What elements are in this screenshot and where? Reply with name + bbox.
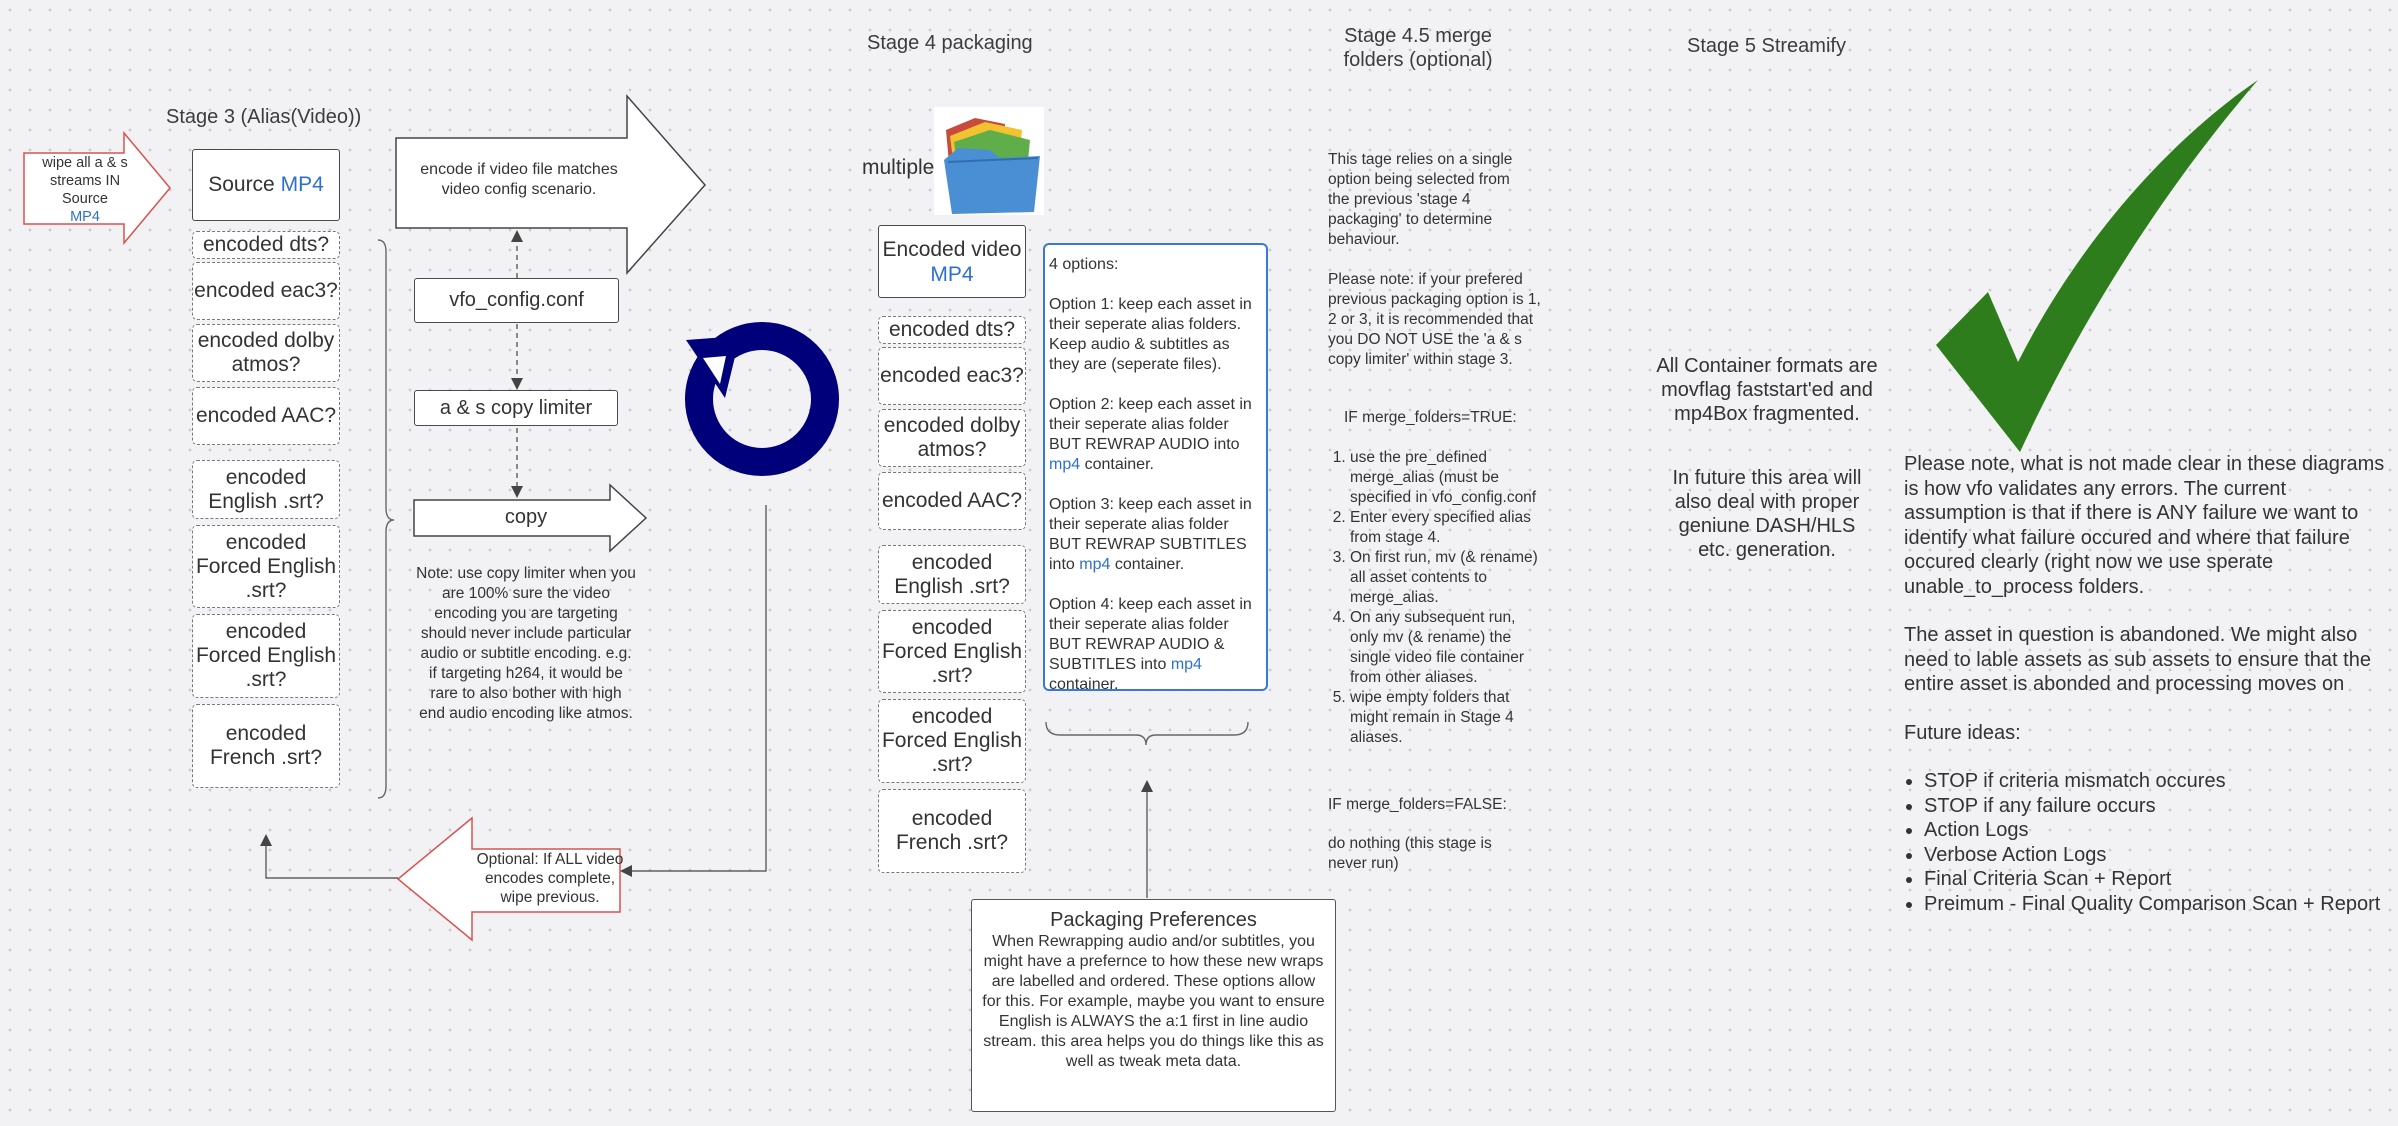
stage5-containers: All Container formats are movflag fastst… (1656, 355, 1878, 425)
future-idea-6: Preimum - Final Quality Comparison Scan … (1924, 892, 2388, 917)
wipe-arrow-shape (23, 130, 171, 246)
stage45-if-false: IF merge_folders=FALSE: (1328, 796, 1507, 813)
source-mp4-box[interactable]: Source MP4 (192, 149, 340, 221)
encoded-video-format: MP4 (930, 262, 974, 286)
s3-encoded-aac[interactable]: encoded AAC? (192, 387, 340, 445)
option-2-format: mp4 (1049, 456, 1081, 473)
stage5-title: Stage 5 Streamify (1687, 35, 1846, 57)
merge-step-4: On any subsequent run, only mv (& rename… (1350, 608, 1548, 688)
option-3-tail: container. (1114, 556, 1185, 573)
stage45-if-true: IF merge_folders=TRUE: (1344, 409, 1517, 426)
wipe-arrow-line2: streams IN Source (49, 173, 121, 207)
option-4-format: mp4 (1170, 656, 1202, 673)
options-intro: 4 options: (1049, 256, 1119, 273)
stage5-note-p1: Please note, what is not made clear in t… (1904, 453, 2385, 598)
s3-encoded-english-srt[interactable]: encoded English .srt? (192, 460, 340, 519)
encode-arrow-shape (395, 94, 706, 275)
stage5-future-area: In future this area will also deal with … (1672, 467, 1862, 561)
merge-step-1: use the pre_defined merge_alias (must be… (1350, 448, 1548, 508)
s4-encoded-dolby-atmos[interactable]: encoded dolby atmos? (878, 409, 1026, 467)
checkmark-icon (1936, 80, 2258, 452)
option-3: Option 3: keep each asset in their seper… (1049, 495, 1262, 575)
future-idea-5: Final Criteria Scan + Report (1924, 867, 2388, 892)
wipe-arrow-line1: wipe all a & s (42, 155, 128, 171)
wipe-arrow-line3: MP4 (70, 209, 100, 225)
s4-encoded-aac[interactable]: encoded AAC? (878, 472, 1026, 530)
copy-arrow-label: copy (504, 506, 548, 528)
stage45-title-line2: folders (optional) (1343, 49, 1493, 71)
s3-encoded-dts[interactable]: encoded dts? (192, 231, 340, 259)
stage4-title: Stage 4 packaging (867, 32, 1033, 54)
option-3-text: Option 3: keep each asset in their seper… (1049, 496, 1252, 573)
stage45-intro: This tage relies on a single option bein… (1328, 151, 1513, 248)
option-4-tail: container. (1049, 676, 1119, 693)
stage45-title-line1: Stage 4.5 merge (1344, 25, 1492, 47)
s3-encoded-dolby-atmos[interactable]: encoded dolby atmos? (192, 324, 340, 382)
s3-encoded-forced-english-srt-2[interactable]: encoded Forced English .srt? (192, 614, 340, 698)
option-2: Option 2: keep each asset in their seper… (1049, 395, 1262, 475)
s3-encoded-forced-english-srt-1[interactable]: encoded Forced English .srt? (192, 525, 340, 608)
stage3-title: Stage 3 (Alias(Video)) (166, 106, 362, 128)
s4-encoded-forced-english-srt-2[interactable]: encoded Forced English .srt? (878, 699, 1026, 783)
future-idea-2: STOP if any failure occurs (1924, 794, 2388, 819)
stage4-brace (1045, 721, 1249, 746)
s4-encoded-dts[interactable]: encoded dts? (878, 316, 1026, 344)
s4-encoded-french-srt[interactable]: encoded French .srt? (878, 789, 1026, 873)
option-3-format: mp4 (1079, 556, 1111, 573)
packaging-options-box[interactable]: 4 options: Option 1: keep each asset in … (1043, 243, 1268, 693)
encoded-video-label: Encoded video (882, 237, 1022, 261)
stage5-notes: Please note, what is not made clear in t… (1904, 452, 2388, 916)
source-label: Source (208, 173, 275, 196)
stage45-do-nothing: do nothing (this stage is never run) (1328, 835, 1492, 872)
stage45-title: Stage 4.5 merge folders (optional) (1340, 24, 1496, 72)
refresh-icon (685, 322, 839, 476)
copy-limiter-box[interactable]: a & s copy limiter (414, 390, 618, 426)
packaging-preferences-title: Packaging Preferences (1050, 909, 1257, 931)
option-2-tail: container. (1084, 456, 1154, 473)
s3-encoded-eac3[interactable]: encoded eac3? (192, 262, 340, 320)
merge-step-3: On first run, mv (& rename) all asset co… (1350, 548, 1548, 608)
stage5-note-p2: The asset in question is abandoned. We m… (1904, 624, 2371, 695)
future-idea-4: Verbose Action Logs (1924, 843, 2388, 868)
future-ideas-title: Future ideas: (1904, 721, 2021, 744)
stage3-bracket (377, 239, 395, 799)
stage45-note: Please note: if your prefered previous p… (1328, 271, 1541, 368)
s4-encoded-forced-english-srt-1[interactable]: encoded Forced English .srt? (878, 610, 1026, 693)
option-4-text: Option 4: keep each asset in their seper… (1049, 596, 1252, 673)
optional-arrow-label: Optional: If ALL video encodes complete,… (476, 851, 624, 906)
source-format: MP4 (280, 173, 324, 196)
future-ideas-list: STOP if criteria mismatch occures STOP i… (1904, 769, 2388, 916)
wipe-arrow: wipe all a & s streams IN Source MP4 (26, 154, 144, 226)
merge-step-2: Enter every specified alias from stage 4… (1350, 508, 1548, 548)
packaging-preferences-body: When Rewrapping audio and/or subtitles, … (982, 933, 1325, 1070)
optional-arrow-shape (396, 816, 621, 942)
encoded-video-box[interactable]: Encoded video MP4 (878, 225, 1026, 298)
encode-arrow-label: encode if video file matches video confi… (420, 161, 618, 198)
copy-arrow-shape (413, 483, 648, 553)
s4-encoded-eac3[interactable]: encoded eac3? (878, 347, 1026, 405)
future-idea-1: STOP if criteria mismatch occures (1924, 769, 2388, 794)
future-idea-3: Action Logs (1924, 818, 2388, 843)
copy-limiter-note: Note: use copy limiter when you are 100%… (416, 565, 636, 722)
s3-encoded-french-srt[interactable]: encoded French .srt? (192, 704, 340, 788)
option-4: Option 4: keep each asset in their seper… (1049, 595, 1262, 695)
stage45-steps: use the pre_defined merge_alias (must be… (1328, 448, 1548, 748)
option-2-text: Option 2: keep each asset in their seper… (1049, 396, 1252, 453)
merge-step-5: wipe empty folders that might remain in … (1350, 688, 1548, 748)
multiple-label: multiple (862, 156, 935, 179)
vfo-config-box[interactable]: vfo_config.conf (414, 278, 619, 323)
s4-encoded-english-srt[interactable]: encoded English .srt? (878, 545, 1026, 604)
option-1: Option 1: keep each asset in their seper… (1049, 296, 1252, 373)
packaging-preferences-box[interactable]: Packaging Preferences When Rewrapping au… (971, 899, 1336, 1112)
folders-icon (934, 107, 1044, 215)
